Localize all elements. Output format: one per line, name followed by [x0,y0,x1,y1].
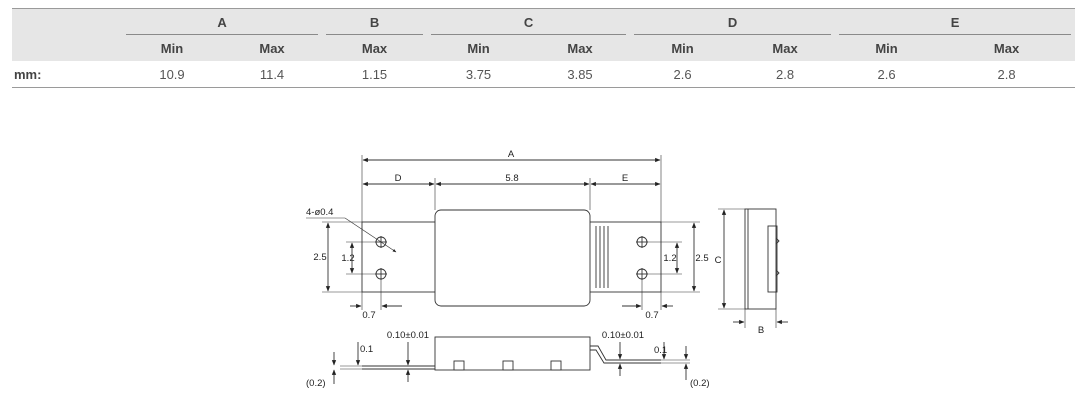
package-body [434,209,591,307]
group-b-header: B [322,8,428,35]
label-dim-c: C [715,255,722,266]
label-thick-left: 0.10±0.01 [387,330,429,341]
col-a-min: Min [122,35,222,61]
group-d-header: D [630,8,836,35]
table-row: mm: 10.9 11.4 1.15 3.75 3.85 2.6 2.8 2.6… [12,61,1076,88]
side-view [331,336,690,384]
label-dim-body: 5.8 [505,173,518,184]
label-holes: 4-ø0.4 [306,207,333,218]
value-d-min: 2.6 [673,66,692,82]
group-c-header: C [427,8,631,35]
lead-ridges [595,226,609,288]
value-a-max: 11.4 [259,66,285,82]
group-header-row: A B C D E [12,8,1076,35]
col-b-max: Max [322,35,428,61]
value-c-max: 3.85 [567,66,593,82]
label-gap-left: (0.2) [306,378,326,389]
label-offset-right: 0.7 [645,310,658,321]
corner-cell [12,8,122,35]
col-c-min: Min [427,35,531,61]
column-header-row: Min Max Max Min Max Min Max Min Max [12,35,1076,61]
dimensions-table: A B C D E Min Max Max Min Max Min Max Mi… [12,8,1076,88]
label-dim-a: A [508,149,515,160]
label-dim-b: B [758,325,764,336]
group-a-header: A [122,8,323,35]
label-height-right: 2.5 [695,253,708,264]
col-e-min: Min [835,35,939,61]
col-d-min: Min [630,35,736,61]
label-gap-right: (0.2) [690,378,710,389]
label-height-left: 2.5 [313,252,326,263]
col-e-max: Max [938,35,1076,61]
col-c-max: Max [530,35,631,61]
label-pitch-left: 1.2 [341,253,354,264]
label-thick-right: 0.10±0.01 [602,330,644,341]
end-view-body [744,208,777,310]
value-a-min: 10.9 [159,66,185,82]
value-e-min: 2.6 [877,66,896,82]
label-offset-left: 0.7 [362,310,375,321]
value-d-max: 2.8 [776,66,795,82]
value-b-max: 1.15 [361,66,388,82]
label-lead-left: 0.1 [360,344,373,355]
label-lead-right: 0.1 [654,345,667,356]
value-c-min: 3.75 [465,66,492,82]
label-pitch-right: 1.2 [663,253,676,264]
corner-cell [12,35,122,61]
label-dim-e: E [622,173,628,184]
value-e-max: 2.8 [997,66,1016,82]
top-view [306,155,700,310]
col-d-max: Max [735,35,836,61]
holes-leader [344,217,397,253]
col-a-max: Max [222,35,323,61]
group-e-header: E [835,8,1076,35]
end-view [718,208,788,328]
row-label: mm: [14,66,42,82]
label-dim-d: D [395,173,402,184]
